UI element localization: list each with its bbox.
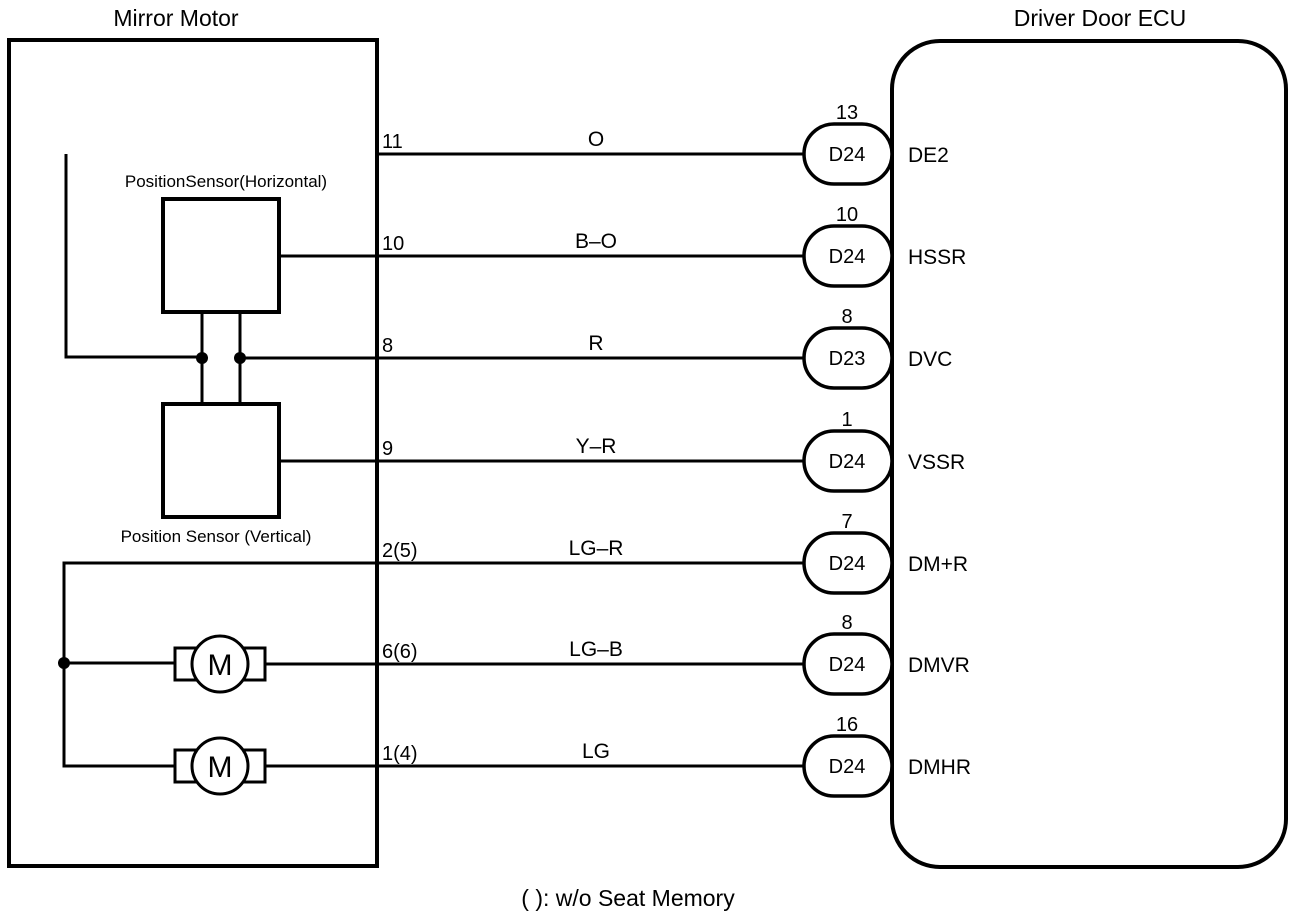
mirror-motor-box	[7, 38, 379, 868]
terminal-number: 8	[841, 612, 852, 634]
ecu-terminal-name: DVC	[908, 348, 952, 371]
connector-id: D24	[829, 451, 866, 473]
connector-id: D24	[829, 144, 866, 166]
pin-number: 8	[382, 335, 393, 357]
terminal-number: 1	[841, 409, 852, 431]
terminal-number: 16	[836, 714, 858, 736]
ecu-terminal-name: DMVR	[908, 654, 970, 677]
pin-number: 11	[382, 131, 403, 153]
ecu-terminal-name: DM+R	[908, 553, 968, 576]
junction-dot	[196, 352, 208, 364]
connector-id: D24	[829, 553, 866, 575]
pin-number: 1(4)	[382, 743, 418, 765]
connector-pill	[802, 632, 894, 696]
connector-id: D23	[829, 348, 866, 370]
footnote: ( ): w/o Seat Memory	[521, 885, 735, 911]
connector-pill	[802, 531, 894, 595]
sensor-vertical-label: Position Sensor (Vertical)	[121, 527, 312, 546]
pin-number: 6(6)	[382, 641, 418, 663]
motor-icon	[190, 736, 250, 796]
motor-icon	[190, 634, 250, 694]
sensor-horizontal-label: PositionSensor(Horizontal)	[125, 172, 327, 191]
sensor-ground-loop	[64, 154, 202, 359]
ecu-terminal-name: DMHR	[908, 756, 971, 779]
connector-pill	[802, 224, 894, 288]
motor-horizontal: M	[173, 736, 377, 796]
svg-text:M: M	[208, 751, 233, 784]
wire-color-code: Y–R	[576, 435, 617, 458]
connector-pill	[802, 429, 894, 493]
wire-color-code: LG–B	[569, 638, 623, 661]
junction-dot	[58, 657, 70, 669]
connector-pill	[802, 122, 894, 186]
wire-color-code: O	[588, 128, 604, 151]
wire-row: 2(5) LG–R D24 7DM+R	[377, 511, 968, 595]
pin-number: 2(5)	[382, 540, 418, 562]
terminal-number: 13	[836, 102, 858, 124]
connector-id: D24	[829, 756, 866, 778]
connector-id: D24	[829, 246, 866, 268]
connector-pill	[802, 326, 894, 390]
mirror-motor-title: Mirror Motor	[113, 5, 239, 31]
wire-color-code: LG–R	[569, 537, 624, 560]
terminal-number: 7	[841, 511, 852, 533]
pin-number: 10	[382, 233, 404, 255]
connector-id: D24	[829, 654, 866, 676]
terminal-number: 8	[841, 306, 852, 328]
motor-vertical: M	[173, 634, 377, 694]
terminal-number: 10	[836, 204, 858, 226]
svg-text:M: M	[208, 649, 233, 682]
wire-color-code: LG	[582, 740, 610, 763]
connector-pill	[802, 734, 894, 798]
position-sensor-vertical	[161, 402, 281, 519]
wire-color-code: B–O	[575, 230, 617, 253]
ecu-terminal-name: VSSR	[908, 451, 965, 474]
ecu-terminal-name: HSSR	[908, 246, 966, 269]
position-sensor-horizontal	[161, 197, 281, 314]
wire-color-code: R	[588, 332, 603, 355]
driver-door-ecu-title: Driver Door ECU	[1014, 5, 1187, 31]
pin-number: 9	[382, 438, 393, 460]
ecu-terminal-name: DE2	[908, 144, 949, 167]
